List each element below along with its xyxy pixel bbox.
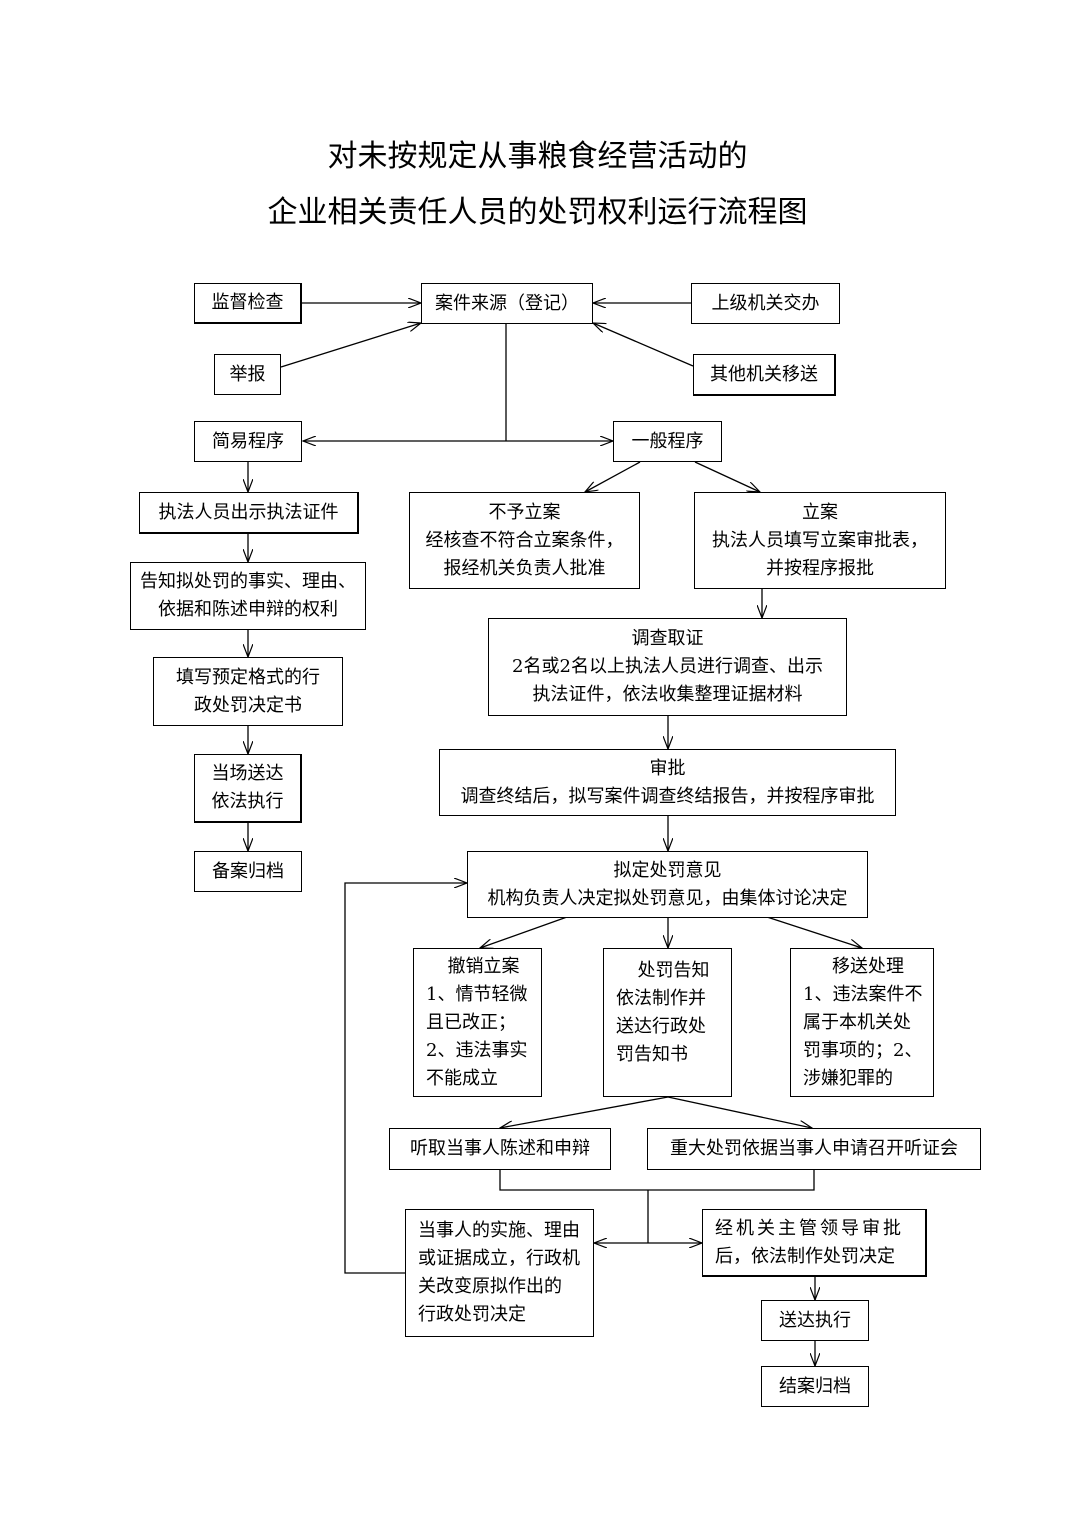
edge-feedback-loop — [344, 883, 467, 1274]
node-chushi-zhengjian: 执法人员出示执法证件 — [139, 492, 359, 534]
edge-merge-bracket — [499, 1170, 815, 1191]
edge-chufa-zhongda — [667, 1096, 812, 1128]
node-jingjiguan-shenpi: 经机关主管领导审批后，依法制作处罚决定 — [702, 1209, 927, 1277]
edge-qita-anjian — [593, 323, 694, 367]
edge-yiban-lian — [694, 461, 760, 492]
node-yiban-chengxu: 一般程序 — [613, 421, 722, 462]
node-shangji-jiaoban: 上级机关交办 — [691, 283, 840, 324]
node-lian: 立案执法人员填写立案审批表，并按程序报批 — [694, 492, 946, 589]
node-jubao: 举报 — [214, 354, 281, 395]
node-shenpi: 审批调查终结后，拟写案件调查终结报告，并按程序审批 — [439, 749, 896, 816]
node-buyu-lian: 不予立案经核查不符合立案条件，报经机关负责人批准 — [409, 492, 640, 589]
edge-niding-chexiao — [480, 916, 568, 948]
node-tingqu-shenbian: 听取当事人陈述和申辩 — [389, 1128, 611, 1170]
title-line-2: 企业相关责任人员的处罚权利运行流程图 — [267, 195, 808, 230]
edge-niding-yisong — [766, 916, 862, 948]
node-jiean-guidang: 结案归档 — [761, 1366, 869, 1407]
edge-jubao-anjian — [280, 323, 421, 368]
node-qita-yisong: 其他机关移送 — [693, 354, 836, 396]
node-jiandu-jiancha: 监督检查 — [194, 283, 302, 324]
node-dangshiren-biangeng: 当事人的实施、理由或证据成立，行政机关改变原拟作出的行政处罚决定 — [405, 1209, 594, 1337]
node-chufa-gaozhi: 处罚告知依法制作并送达行政处罚告知书 — [603, 948, 732, 1097]
node-anjian-laiyuan: 案件来源（登记） — [421, 283, 593, 324]
title-line-1: 对未按规定从事粮食经营活动的 — [327, 139, 748, 174]
node-dangchang-songda: 当场送达依法执行 — [194, 754, 302, 823]
node-niding-chufa-yijian: 拟定处罚意见机构负责人决定拟处罚意见，由集体讨论决定 — [467, 851, 868, 918]
node-beian-guidang: 备案归档 — [194, 851, 302, 892]
edge-yiban-buyu — [585, 461, 641, 492]
node-tianxie-juedingshu: 填写预定格式的行政处罚决定书 — [153, 657, 343, 726]
edge-chufa-tingqu — [500, 1096, 669, 1128]
node-zhongda-tingzhenghui: 重大处罚依据当事人申请召开听证会 — [647, 1128, 981, 1170]
node-jianyi-chengxu: 简易程序 — [194, 421, 302, 462]
node-gaozhi-quanli: 告知拟处罚的事实、理由、依据和陈述申辩的权利 — [130, 562, 366, 630]
node-songda-zhixing: 送达执行 — [761, 1300, 869, 1341]
